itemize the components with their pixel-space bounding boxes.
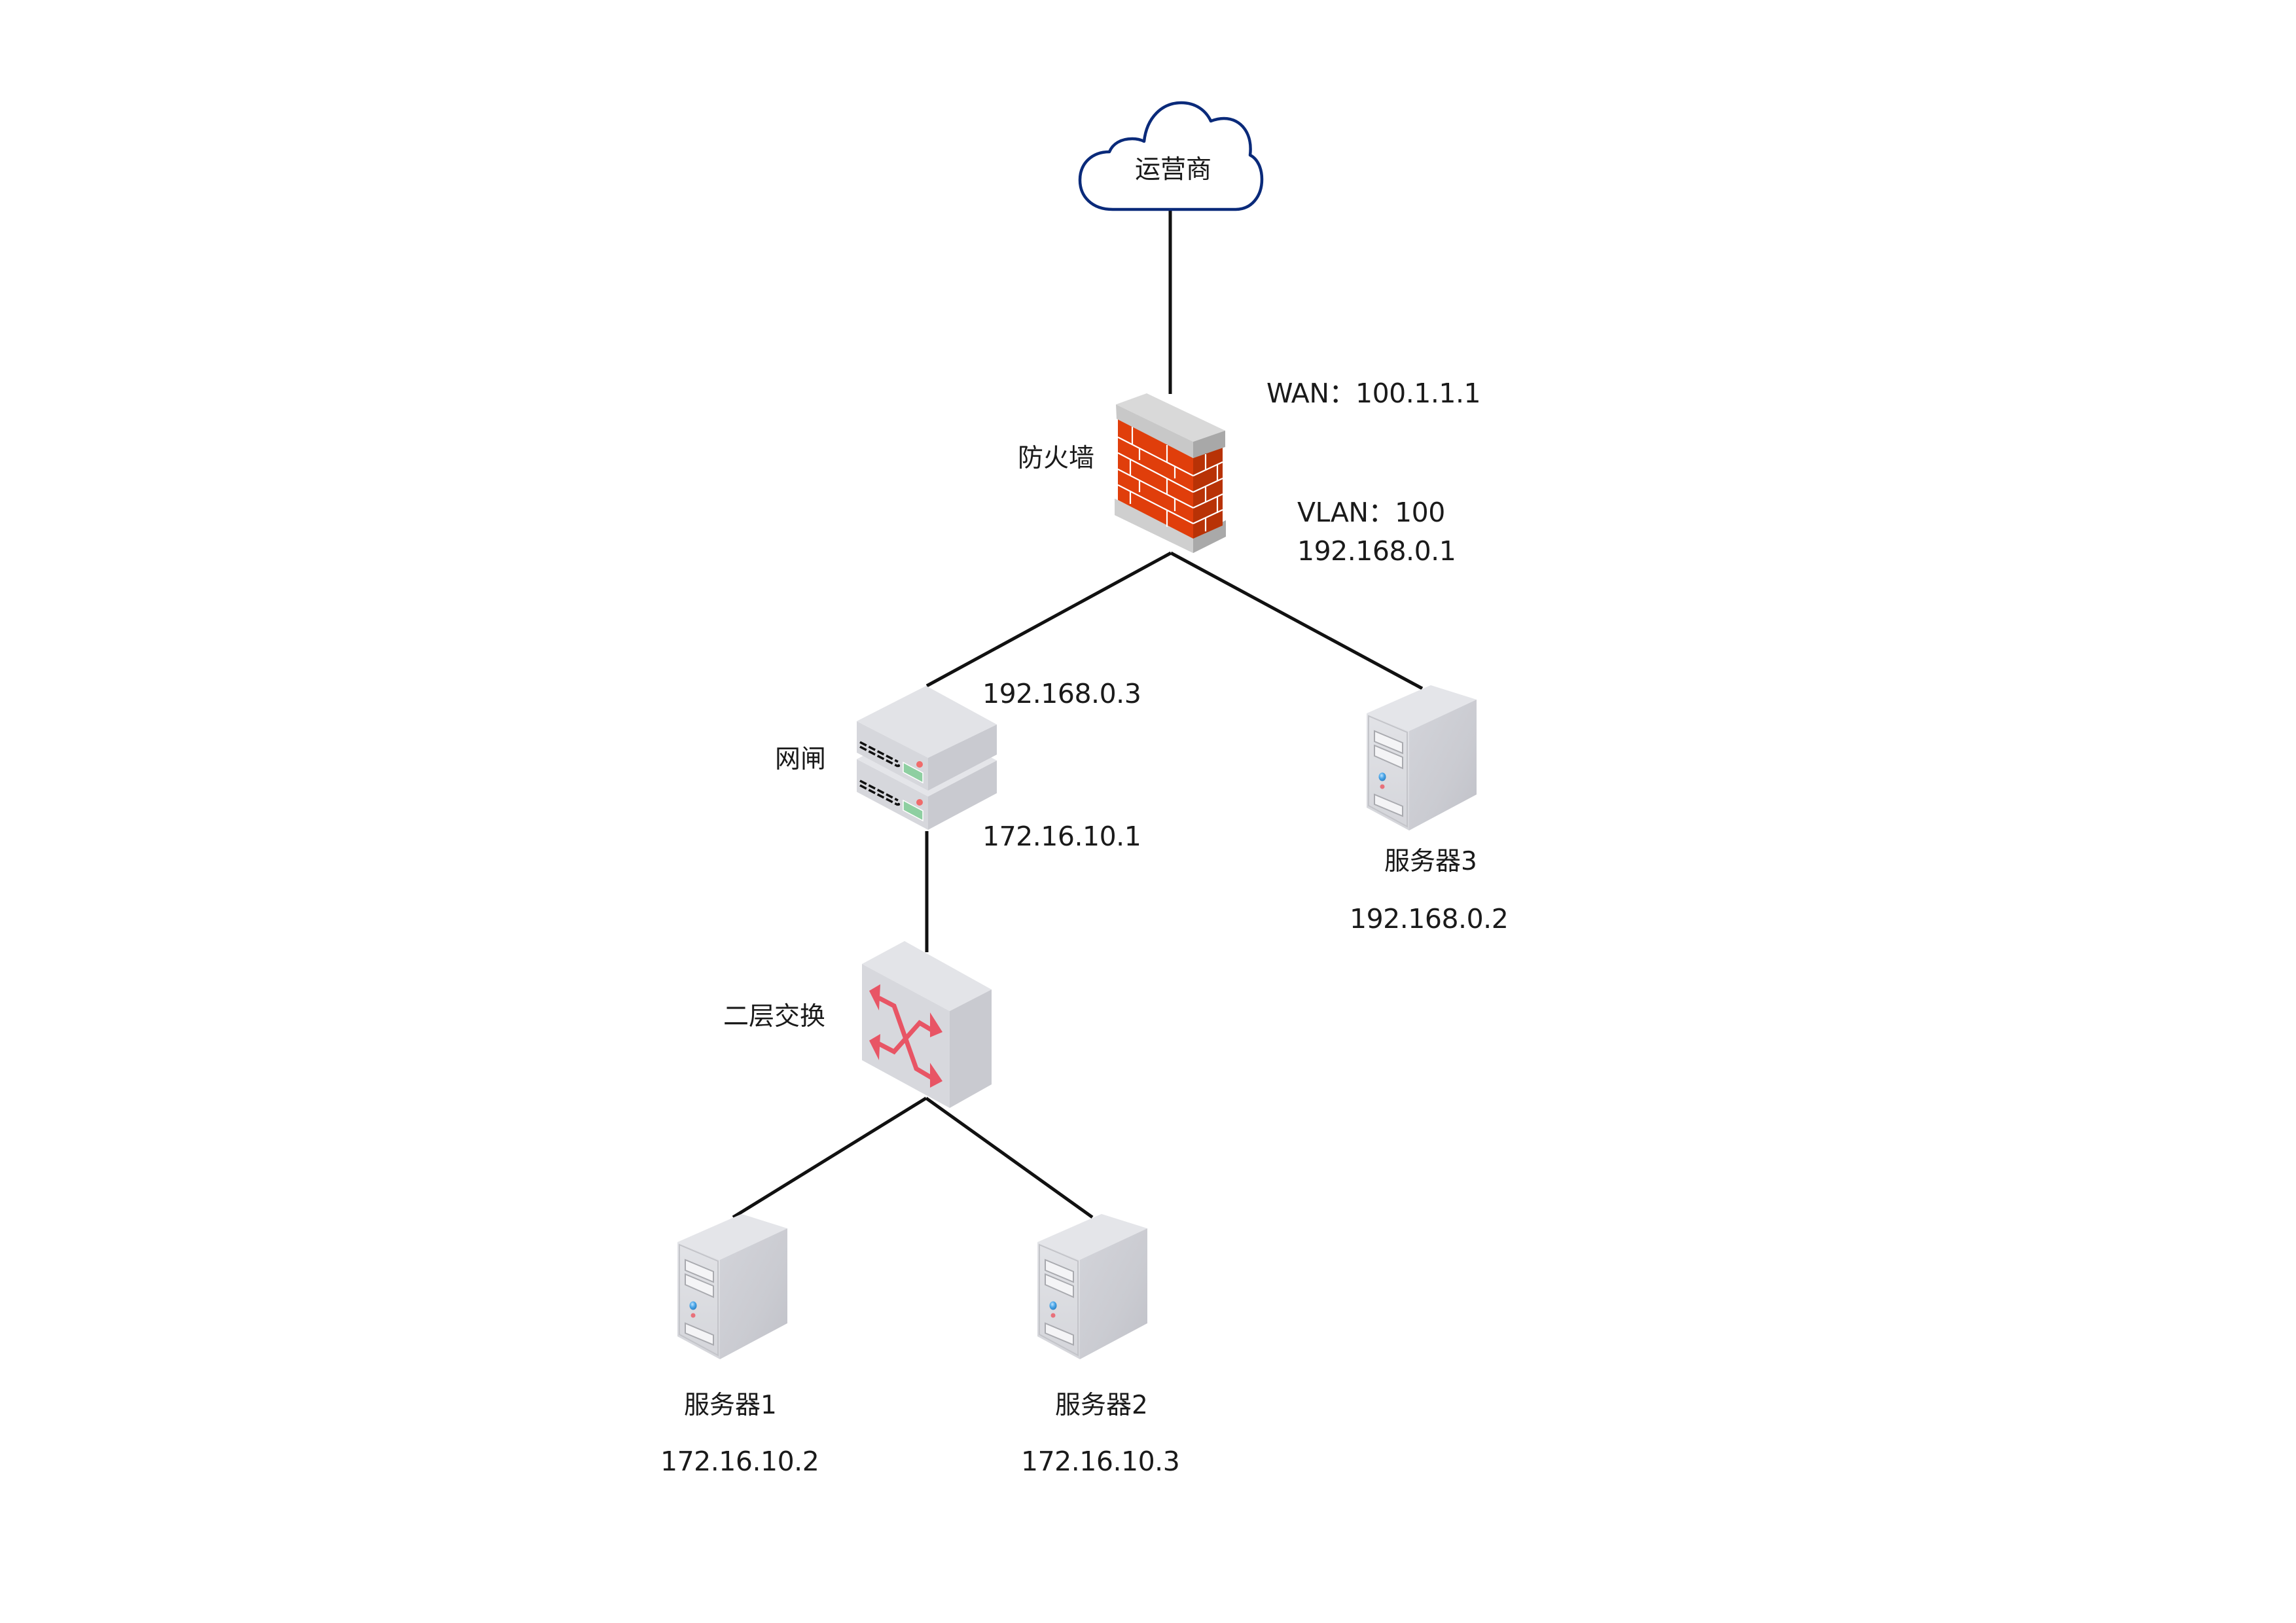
gateway-lower-ip: 172.16.10.1	[982, 821, 1141, 852]
server3-ip: 192.168.0.2	[1350, 903, 1509, 935]
firewall-vlan-label: VLAN：100	[1297, 497, 1445, 528]
server2-ip: 172.16.10.3	[1021, 1446, 1180, 1477]
server-tower-icon	[1037, 1213, 1148, 1360]
gateway-label: 网闸	[775, 745, 827, 774]
link-firewall-server3	[1170, 551, 1424, 690]
server-tower-icon	[677, 1213, 788, 1360]
server1-ip: 172.16.10.2	[660, 1446, 819, 1477]
firewall-wan-label: WAN：100.1.1.1	[1266, 378, 1481, 409]
firewall-icon	[1115, 393, 1226, 553]
switch-icon	[862, 941, 992, 1108]
link-firewall-gateway	[925, 551, 1172, 688]
firewall-label: 防火墙	[1018, 444, 1095, 473]
isp-label: 运营商	[1135, 155, 1212, 185]
server-tower-icon	[1366, 685, 1477, 831]
links	[732, 209, 1424, 1219]
server2-label: 服务器2	[1055, 1391, 1148, 1420]
link-switch-server1	[732, 1096, 927, 1219]
server3-label: 服务器3	[1384, 847, 1477, 876]
link-switch-server2	[925, 1096, 1094, 1219]
cloud-icon	[1078, 101, 1264, 211]
gateway-appliance-icon	[857, 686, 997, 830]
firewall-lan-ip: 192.168.0.1	[1297, 535, 1456, 567]
gateway-upper-ip: 192.168.0.3	[982, 678, 1141, 709]
switch-label: 二层交换	[723, 1002, 826, 1031]
server1-label: 服务器1	[684, 1391, 777, 1420]
